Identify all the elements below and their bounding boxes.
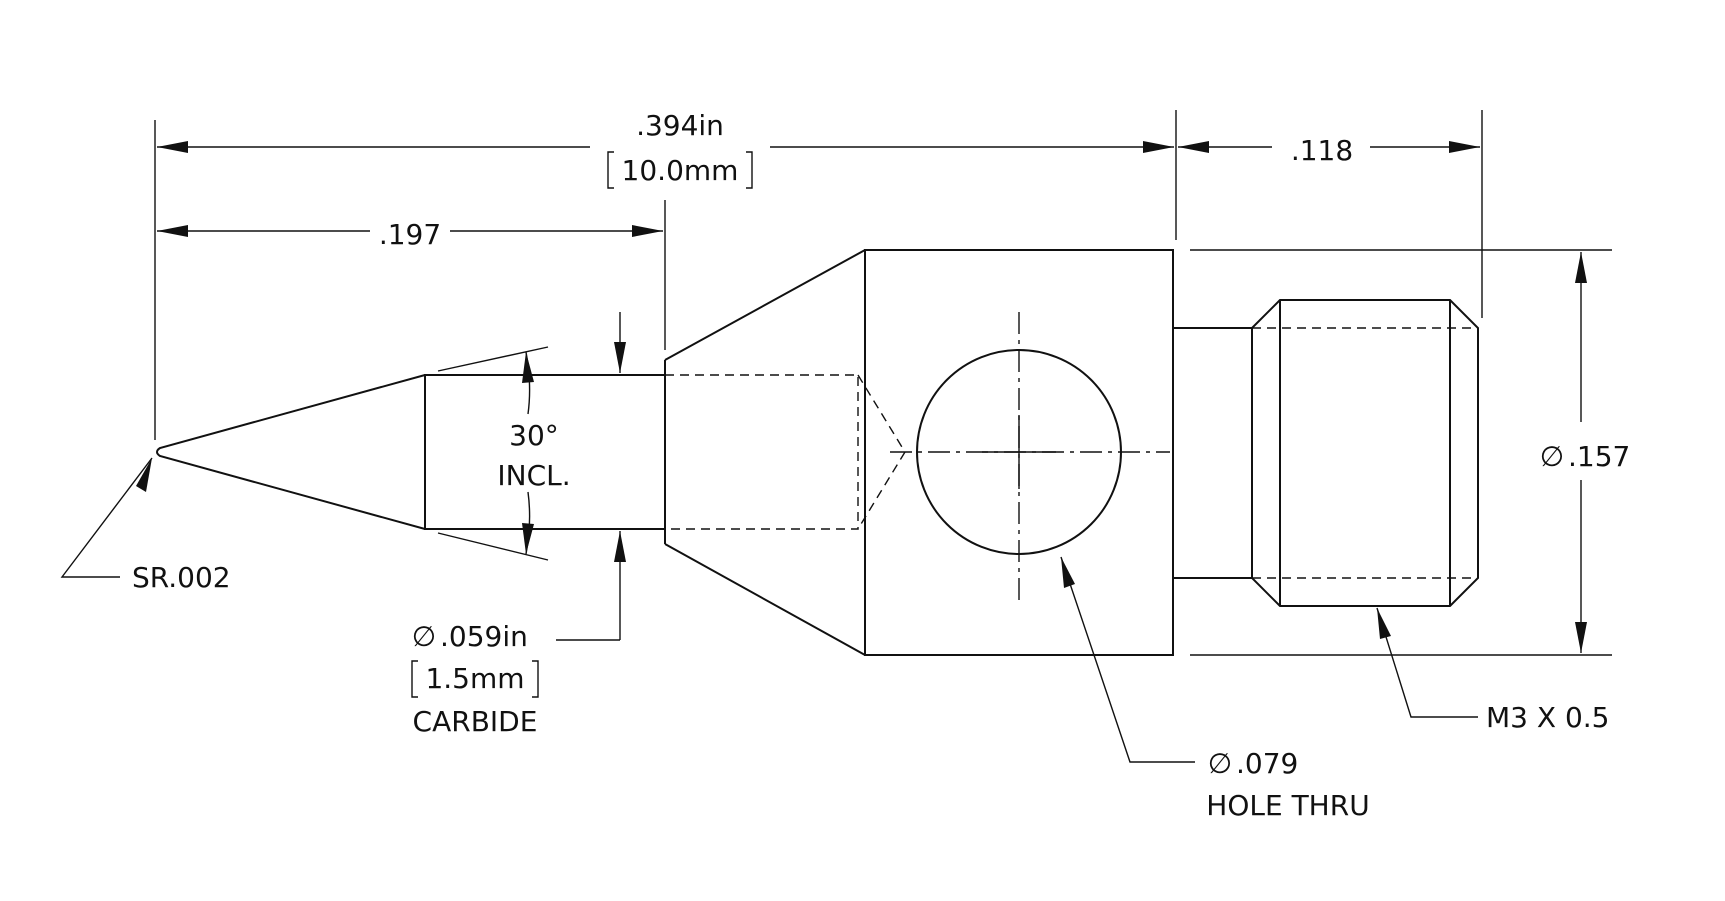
arrowhead [157, 225, 188, 237]
tapered-transition [664, 249, 866, 656]
diameter-symbol: ∅ [412, 620, 436, 653]
leader-tip-radius: SR.002 [60, 457, 231, 594]
arrowhead [522, 523, 534, 554]
ext-cone-upper [437, 346, 549, 372]
arrowhead [136, 458, 152, 492]
hole-note-label: HOLE THRU [1206, 789, 1369, 822]
dim-tip-diameter: ∅ .059in 1.5mm CARBIDE [411, 312, 626, 738]
tip-diameter-metric-label: 1.5mm [425, 662, 524, 695]
leader-thread-spec: M3 X 0.5 [1376, 607, 1609, 734]
ext-cone-lower [437, 532, 549, 561]
arrowhead [632, 225, 663, 237]
tip-material-label: CARBIDE [413, 705, 538, 738]
metric-bracket-right [746, 151, 753, 189]
tip-diameter-label: .059in [440, 620, 528, 653]
diameter-symbol: ∅ [1208, 747, 1232, 780]
extension-lines [154, 110, 1612, 656]
arrowhead [1178, 141, 1209, 153]
arrowhead [157, 141, 188, 153]
arrowhead [1575, 622, 1587, 653]
arrowhead [1575, 252, 1587, 283]
tip-length-label: .197 [379, 218, 441, 251]
arrowhead [1377, 608, 1391, 639]
square-body [864, 249, 1174, 656]
thread-length-label: .118 [1291, 134, 1353, 167]
arrowhead [614, 342, 626, 373]
hidden-thread-minor [1252, 327, 1478, 579]
leader-cross-hole: ∅ .079 HOLE THRU [1060, 556, 1370, 822]
carbide-shank [424, 374, 666, 530]
thread-relief-neck [1173, 327, 1252, 579]
dim-overall-length: .394in 10.0mm [157, 109, 1174, 189]
cone-angle-label: 30° [509, 419, 559, 452]
metric-bracket-left [411, 660, 418, 698]
arrowhead [522, 352, 534, 383]
arrowhead [614, 531, 626, 562]
tip-radius-label: SR.002 [132, 561, 231, 594]
arrowhead [1143, 141, 1174, 153]
overall-length-label: .394in [636, 109, 724, 142]
diameter-symbol: ∅ [1540, 440, 1564, 473]
overall-length-metric-label: 10.0mm [622, 154, 739, 187]
dim-body-diameter: ∅ .157 [1540, 252, 1630, 653]
center-lines [890, 312, 1170, 600]
threaded-stud [1251, 299, 1479, 607]
hole-diameter-label: .079 [1236, 747, 1298, 780]
hidden-bore [665, 374, 859, 530]
dim-cone-angle: 30° INCL. [497, 351, 571, 555]
cone-angle-note-label: INCL. [497, 459, 570, 492]
metric-bracket-right [532, 660, 539, 698]
dim-thread-length: .118 [1178, 134, 1480, 167]
part-outline [156, 249, 1479, 656]
body-diameter-label: .157 [1568, 440, 1630, 473]
conical-tip [156, 374, 426, 530]
arrowhead [1449, 141, 1480, 153]
dim-tip-length: .197 [157, 218, 663, 251]
arrowhead [1061, 557, 1075, 588]
metric-bracket-left [607, 151, 614, 189]
thread-spec-label: M3 X 0.5 [1486, 701, 1609, 734]
